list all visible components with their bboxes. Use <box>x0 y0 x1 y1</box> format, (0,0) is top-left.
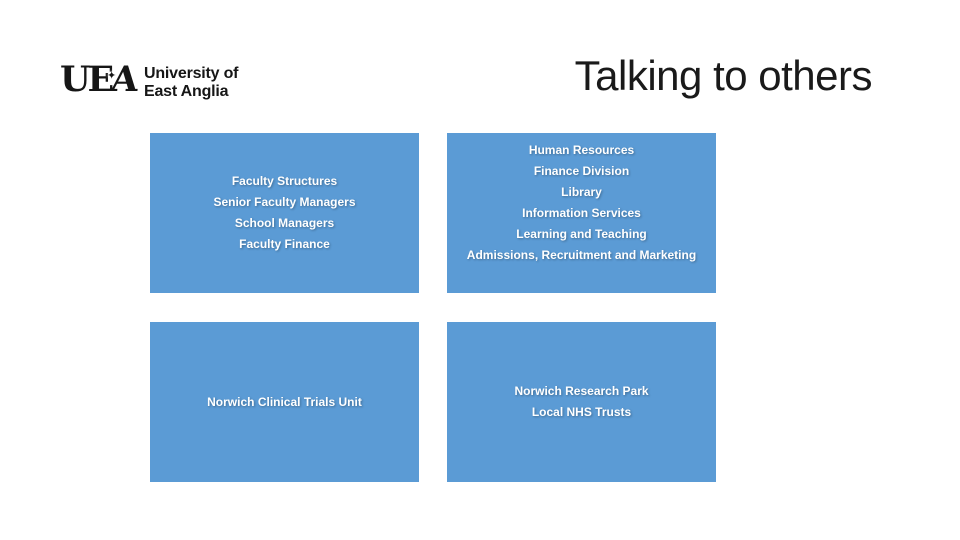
box-line: Faculty Structures <box>231 174 338 188</box>
box-line: Library <box>561 185 602 199</box>
box-central-services: Human Resources Finance Division Library… <box>447 133 716 293</box>
box-line: Senior Faculty Managers <box>213 195 356 209</box>
box-line: Learning and Teaching <box>516 227 647 241</box>
box-norwich-clinical-trials-unit: Norwich Clinical Trials Unit <box>150 322 419 482</box>
uea-wordmark-line2: East Anglia <box>144 83 229 100</box>
uea-wordmark-line1: University of <box>144 65 239 82</box>
box-line: Norwich Clinical Trials Unit <box>207 394 362 409</box>
box-line: Norwich Research Park <box>514 384 649 398</box>
box-line: Admissions, Recruitment and Marketing <box>466 248 697 262</box>
uea-logo: UEA ✦ University of East Anglia <box>60 59 260 108</box>
box-line: Information Services <box>522 206 641 220</box>
box-line: School Managers <box>234 216 335 230</box>
box-external-partners: Norwich Research Park Local NHS Trusts <box>447 322 716 482</box>
uea-logo-mark: UEA <box>60 59 138 100</box>
uea-letter-e: E <box>87 59 115 100</box>
box-faculty-structures: Faculty Structures Senior Faculty Manage… <box>150 133 419 293</box>
sparkle-icon: ✦ <box>107 70 117 82</box>
box-line: Local NHS Trusts <box>531 405 632 419</box>
uea-wordmark: University of East Anglia <box>144 65 239 101</box>
box-line: Finance Division <box>533 164 630 178</box>
box-line: Faculty Finance <box>239 237 330 251</box>
uea-letter-u: U <box>60 59 90 100</box>
slide-title: Talking to others <box>574 52 873 99</box>
box-line: Human Resources <box>528 143 635 157</box>
